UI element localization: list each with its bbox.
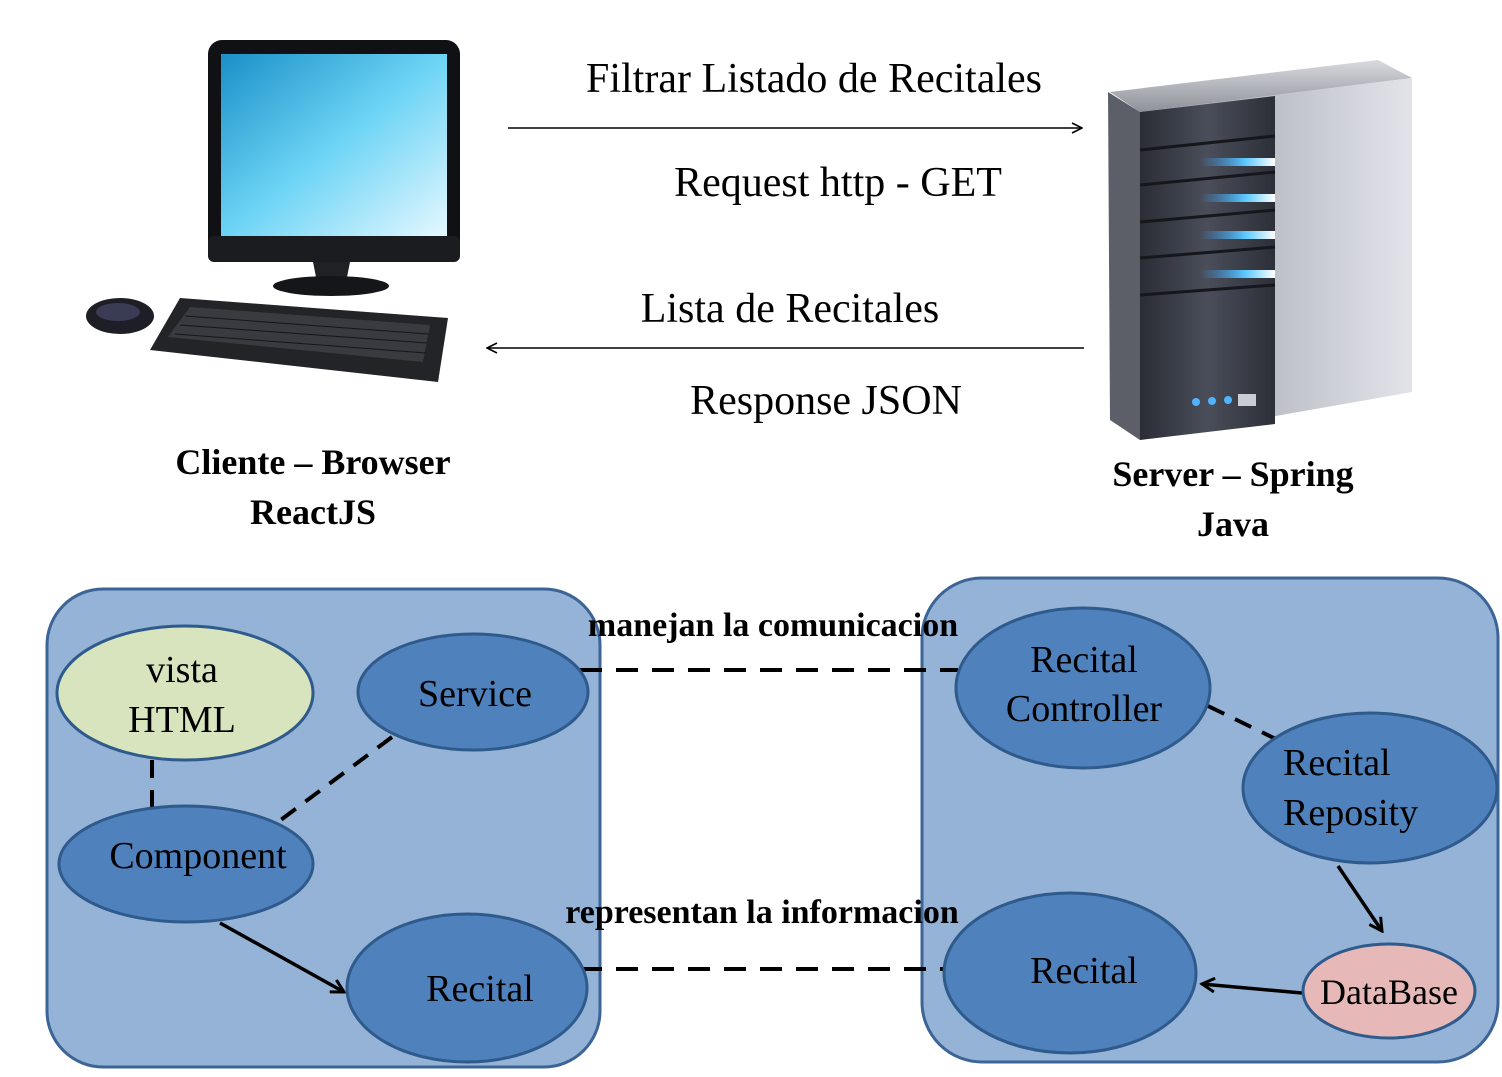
response-label: Lista de Recitales	[641, 286, 940, 332]
database-recital-arrow	[1202, 984, 1303, 995]
controller-label-line2: Controller	[1006, 688, 1163, 730]
recital-client-label: Recital	[426, 968, 534, 1010]
vista-label-line1: vista	[146, 649, 218, 691]
vista-label-line2: HTML	[128, 699, 236, 741]
node-service: Service	[356, 632, 590, 752]
node-recital-controller: Recital Controller	[954, 606, 1212, 770]
service-component-link	[276, 735, 394, 824]
node-database: DataBase	[1301, 942, 1477, 1040]
node-recital-repository: Recital Reposity	[1241, 711, 1499, 865]
controller-label-line1: Recital	[1030, 639, 1138, 681]
response-format: Response JSON	[690, 378, 962, 424]
node-component: Component	[57, 804, 315, 924]
database-label: DataBase	[1320, 972, 1458, 1012]
node-recital-server: Recital	[942, 891, 1198, 1055]
client-title: Cliente – Browser	[175, 442, 450, 482]
request-method: Request http - GET	[674, 160, 1002, 206]
repository-label-line1: Recital	[1283, 742, 1391, 784]
repository-database-arrow	[1336, 865, 1382, 931]
client-subtitle: ReactJS	[250, 492, 376, 532]
request-label: Filtrar Listado de Recitales	[586, 56, 1042, 102]
desktop-computer-icon	[86, 40, 460, 382]
component-recital-arrow	[219, 921, 344, 994]
server-title: Server – Spring	[1112, 454, 1353, 494]
service-label: Service	[418, 673, 532, 715]
server-tower-icon	[1108, 60, 1412, 440]
recital-server-label: Recital	[1030, 950, 1138, 992]
node-vista-html: vista HTML	[55, 624, 315, 762]
controller-repository-link	[1207, 704, 1283, 744]
info-label: representan la informacion	[565, 894, 959, 931]
comm-label: manejan la comunicacion	[588, 607, 958, 644]
repository-label-line2: Reposity	[1283, 792, 1418, 834]
component-label: Component	[109, 835, 287, 877]
server-subtitle: Java	[1197, 504, 1269, 544]
node-recital-client: Recital	[345, 912, 589, 1064]
